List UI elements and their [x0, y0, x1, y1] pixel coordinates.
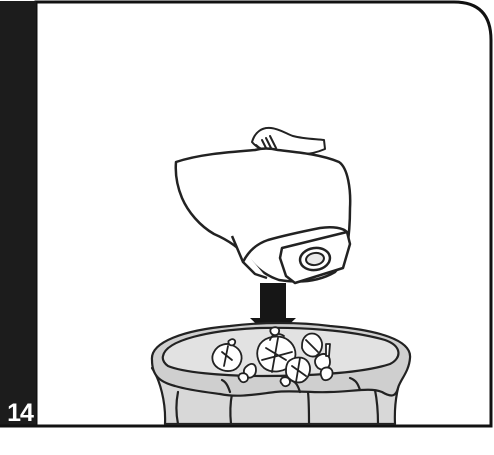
- trash-bin-icon: [152, 323, 410, 424]
- dust-bag-icon: [176, 149, 350, 284]
- step-number: 14: [3, 398, 37, 428]
